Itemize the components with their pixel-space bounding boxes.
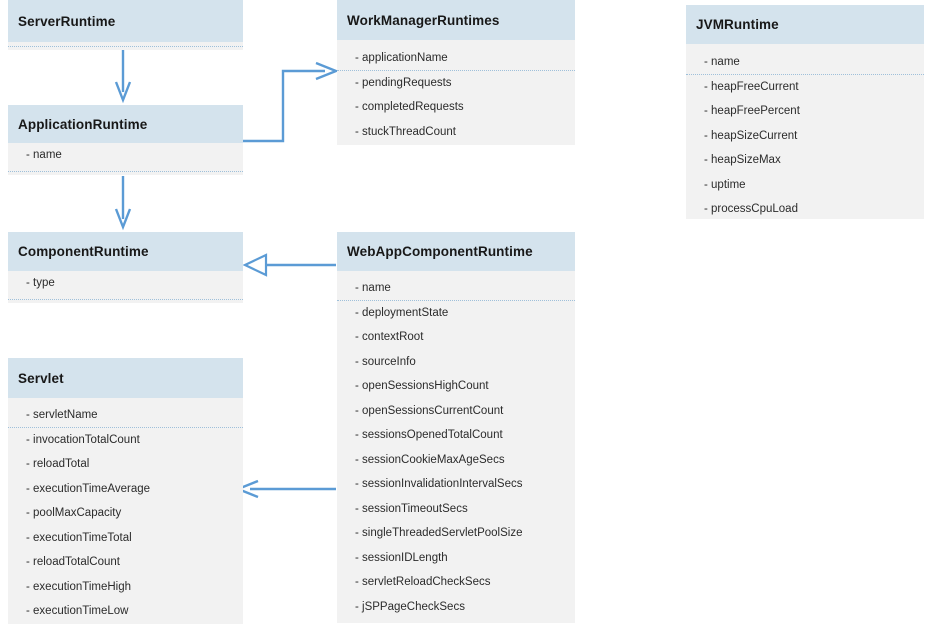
class-attributes-webapp-component-runtime: - name - deploymentState - contextRoot -… bbox=[337, 271, 575, 623]
class-box-work-manager-runtimes[interactable]: WorkManagerRuntimes - applicationName - … bbox=[337, 0, 575, 145]
class-attribute: - uptime bbox=[704, 178, 746, 191]
class-attribute: - heapFreeCurrent bbox=[704, 80, 799, 93]
class-box-server-runtime[interactable]: ServerRuntime bbox=[8, 0, 243, 50]
class-attribute: - singleThreadedServletPoolSize bbox=[355, 527, 523, 539]
class-attribute: - reloadTotal bbox=[26, 458, 90, 470]
class-attribute: - openSessionsCurrentCount bbox=[355, 404, 504, 417]
class-attribute: - openSessionsHighCount bbox=[355, 380, 489, 392]
class-attributes-component-runtime: - type bbox=[8, 271, 243, 303]
class-box-jvm-runtime[interactable]: JVMRuntime - name - heapFreeCurrent - he… bbox=[686, 5, 924, 219]
class-attribute: - executionTimeHigh bbox=[26, 580, 132, 593]
class-attribute: - contextRoot bbox=[355, 331, 424, 343]
class-attributes-work-manager-runtimes: - applicationName - pendingRequests - co… bbox=[337, 40, 575, 145]
class-attribute: - name bbox=[26, 149, 62, 161]
class-name: ServerRuntime bbox=[18, 13, 116, 29]
class-attribute: - executionTimeAverage bbox=[26, 482, 151, 495]
class-attribute: - servletReloadCheckSecs bbox=[355, 576, 491, 588]
class-name: JVMRuntime bbox=[696, 17, 779, 32]
class-title-server-runtime: ServerRuntime bbox=[8, 0, 243, 42]
class-attribute: - jSPPageCheckSecs bbox=[355, 600, 465, 613]
class-attributes-servlet: - servletName - invocationTotalCount - r… bbox=[8, 398, 243, 624]
class-title-work-manager-runtimes: WorkManagerRuntimes bbox=[337, 0, 575, 40]
class-title-webapp-component-runtime: WebAppComponentRuntime bbox=[337, 232, 575, 271]
class-attribute: - poolMaxCapacity bbox=[26, 507, 122, 519]
class-attributes-server-runtime bbox=[8, 42, 243, 50]
class-attribute: - stuckThreadCount bbox=[355, 125, 456, 138]
class-box-webapp-component-runtime[interactable]: WebAppComponentRuntime - name - deployme… bbox=[337, 232, 575, 623]
class-name: Servlet bbox=[18, 370, 64, 386]
class-title-servlet: Servlet bbox=[8, 358, 243, 398]
class-attribute: - pendingRequests bbox=[355, 76, 452, 89]
class-attribute: - servletName bbox=[8, 403, 243, 428]
class-attribute: - heapSizeCurrent bbox=[704, 129, 798, 142]
class-attribute: - name bbox=[337, 276, 575, 301]
class-attribute: - invocationTotalCount bbox=[26, 433, 140, 446]
class-name: ApplicationRuntime bbox=[18, 116, 148, 132]
class-attribute: - applicationName bbox=[337, 46, 575, 71]
class-attribute: - name bbox=[686, 50, 924, 75]
connector-application-to-workmanager bbox=[243, 61, 340, 143]
class-box-component-runtime[interactable]: ComponentRuntime - type bbox=[8, 232, 243, 303]
class-title-jvm-runtime: JVMRuntime bbox=[686, 5, 924, 44]
class-attribute: - sourceInfo bbox=[355, 355, 416, 368]
class-attribute: - deploymentState bbox=[355, 306, 449, 319]
class-attribute: - completedRequests bbox=[355, 101, 464, 113]
class-title-application-runtime: ApplicationRuntime bbox=[8, 105, 243, 143]
connector-webapp-to-component bbox=[242, 253, 336, 277]
connector-application-to-component bbox=[114, 176, 132, 231]
connector-webapp-to-servlet bbox=[234, 479, 336, 499]
connector-server-to-application bbox=[114, 49, 132, 104]
class-box-application-runtime[interactable]: ApplicationRuntime - name bbox=[8, 105, 243, 175]
class-attribute: - executionTimeTotal bbox=[26, 531, 132, 544]
class-attribute: - sessionIDLength bbox=[355, 551, 448, 564]
class-attribute: - sessionTimeoutSecs bbox=[355, 502, 468, 515]
class-box-servlet[interactable]: Servlet - servletName - invocationTotalC… bbox=[8, 358, 243, 624]
class-attribute: - reloadTotalCount bbox=[26, 556, 120, 568]
class-attribute: - sessionsOpenedTotalCount bbox=[355, 429, 503, 441]
class-attribute: - sessionCookieMaxAgeSecs bbox=[355, 453, 505, 466]
class-name: WorkManagerRuntimes bbox=[347, 12, 500, 28]
class-attribute: - executionTimeLow bbox=[26, 605, 129, 617]
class-attribute: - sessionInvalidationIntervalSecs bbox=[355, 478, 523, 490]
class-attribute: - heapFreePercent bbox=[704, 105, 800, 117]
class-name: WebAppComponentRuntime bbox=[347, 244, 533, 259]
class-attribute: - type bbox=[26, 277, 55, 289]
class-attribute: - heapSizeMax bbox=[704, 154, 781, 166]
class-attribute: - processCpuLoad bbox=[704, 203, 798, 215]
class-title-component-runtime: ComponentRuntime bbox=[8, 232, 243, 271]
class-attributes-application-runtime: - name bbox=[8, 143, 243, 175]
class-name: ComponentRuntime bbox=[18, 244, 149, 259]
class-attributes-jvm-runtime: - name - heapFreeCurrent - heapFreePerce… bbox=[686, 44, 924, 219]
